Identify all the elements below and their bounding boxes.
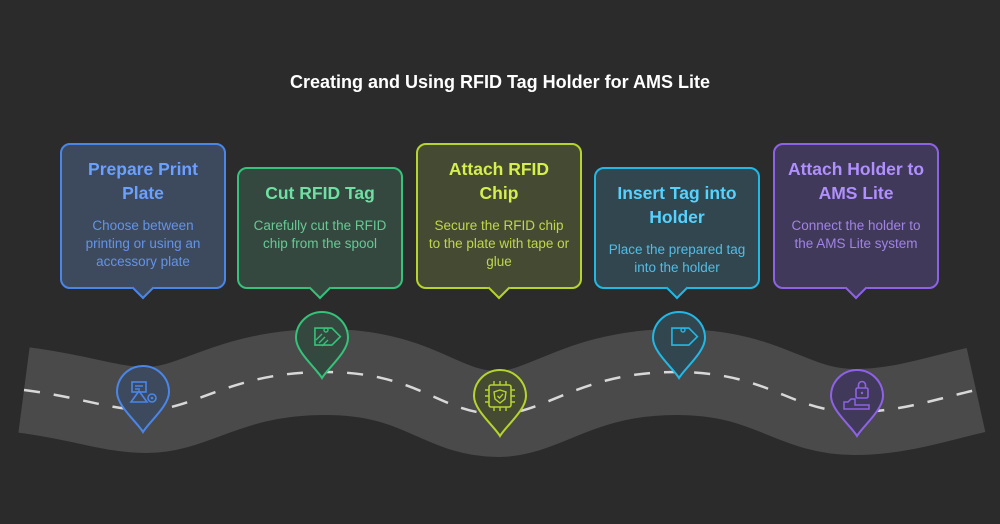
step-pin	[294, 311, 350, 380]
step-title: Prepare Print Plate	[88, 159, 198, 203]
lock-holder-icon	[843, 380, 870, 410]
tag-cut-icon	[314, 327, 342, 347]
step-description: Secure the RFID chip to the plate with t…	[428, 218, 570, 269]
step-title: Attach RFID Chip	[448, 159, 550, 203]
step-description: Carefully cut the RFID chip from the spo…	[253, 218, 387, 251]
step-description: Place the prepared tag into the holder	[608, 242, 746, 275]
step-description: Connect the holder to the AMS Lite syste…	[791, 218, 921, 251]
step-pin	[651, 311, 707, 380]
chip-shield-icon	[485, 381, 515, 411]
print-plate-icon	[129, 381, 157, 403]
step-title: Attach Holder to AMS Lite	[787, 159, 925, 203]
step-description: Choose between printing or using an acce…	[85, 218, 201, 269]
step-pin	[472, 369, 528, 438]
step-pin	[115, 365, 171, 434]
page-title: Creating and Using RFID Tag Holder for A…	[289, 72, 710, 92]
step-title: Cut RFID Tag	[265, 183, 375, 203]
step-title: Insert Tag into Holder	[617, 183, 737, 227]
step-pin	[829, 369, 885, 438]
tag-icon	[671, 327, 699, 346]
